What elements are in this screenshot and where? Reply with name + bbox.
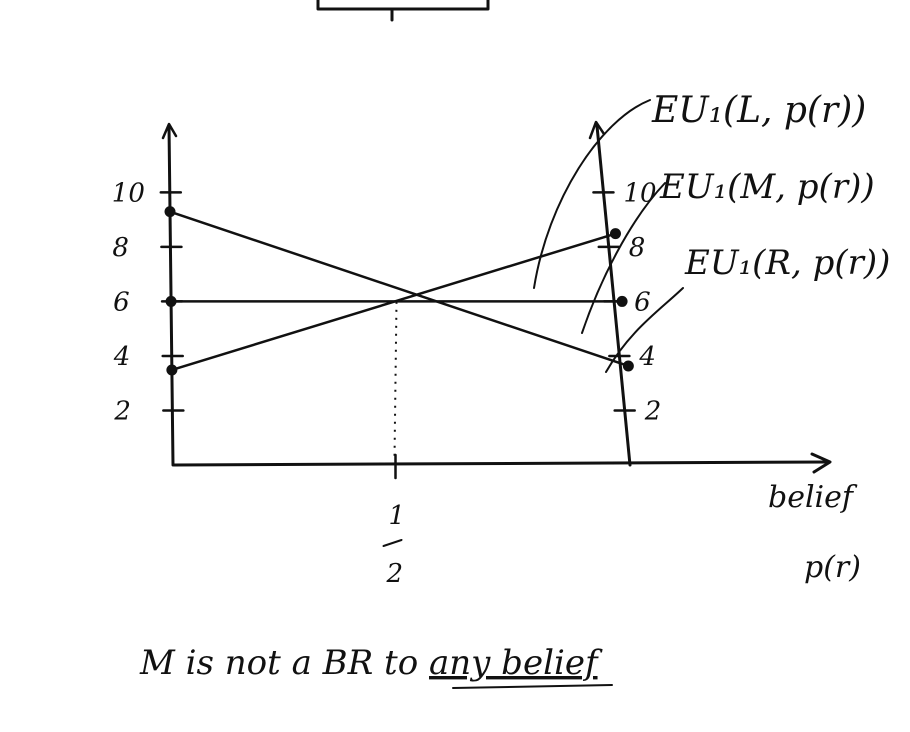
series-callouts: EU₁(L, p(r)) EU₁(M, p(r)) EU₁(R, p(r)): [452, 90, 890, 689]
series-lines: [164, 206, 634, 376]
series-point-m-0: [165, 295, 177, 307]
right-y-tick-label: 6: [634, 287, 651, 317]
annotation-prefix: M is not a BR to: [139, 643, 429, 683]
left-y-tick-label: 10: [112, 178, 145, 208]
left-y-tick-label: 6: [113, 287, 130, 317]
right-y-tick-label: 4: [638, 342, 656, 372]
left-y-tick-label: 4: [113, 342, 131, 372]
series-line-r: [168, 210, 630, 368]
annotation-underline: [452, 684, 613, 689]
right-y-tick-label: 2: [644, 396, 662, 426]
series-leader-l: [533, 99, 651, 289]
x-ticks: 12: [382, 301, 406, 589]
left-y-axis-arrow: [161, 122, 178, 140]
x-tick-label-denominator: 2: [386, 559, 404, 589]
series-leader-r: [605, 287, 684, 373]
series-label-m: EU₁(M, p(r)): [659, 167, 875, 207]
series-leader-m: [581, 182, 666, 334]
series-point-r-0: [164, 206, 176, 218]
intersection-guide: [393, 301, 398, 459]
x-tick-fraction-bar: [382, 539, 403, 547]
right-y-axis-arrow: [588, 120, 606, 140]
annotation-underlined: any belief: [429, 643, 603, 683]
x-axis: [172, 460, 830, 467]
series-point-r-1: [622, 360, 634, 372]
series-label-r: EU₁(R, p(r)): [684, 243, 890, 283]
left-y-tick-label: 8: [112, 233, 129, 263]
left-y-ticks: 10 8 6 4 2: [112, 178, 185, 426]
right-y-tick-label: 10: [623, 178, 656, 208]
x-tick-label-numerator: 1: [389, 501, 406, 531]
series-label-l: EU₁(L, p(r)): [651, 90, 866, 131]
right-y-axis: [595, 124, 632, 467]
series-point-m-1: [616, 295, 628, 307]
x-axis-label-belief: belief: [768, 480, 858, 515]
x-axis-arrow: [810, 452, 832, 474]
x-axis-label-pr: p(r): [804, 550, 861, 585]
cropped-box-remnant: [316, 0, 490, 22]
right-y-tick-label: 8: [629, 233, 646, 263]
left-y-tick-label: 2: [113, 396, 131, 426]
series-point-l-1: [609, 228, 621, 240]
left-y-axis: [167, 124, 175, 467]
annotation: M is not a BR to any belief: [139, 643, 603, 683]
series-point-l-0: [166, 364, 178, 376]
